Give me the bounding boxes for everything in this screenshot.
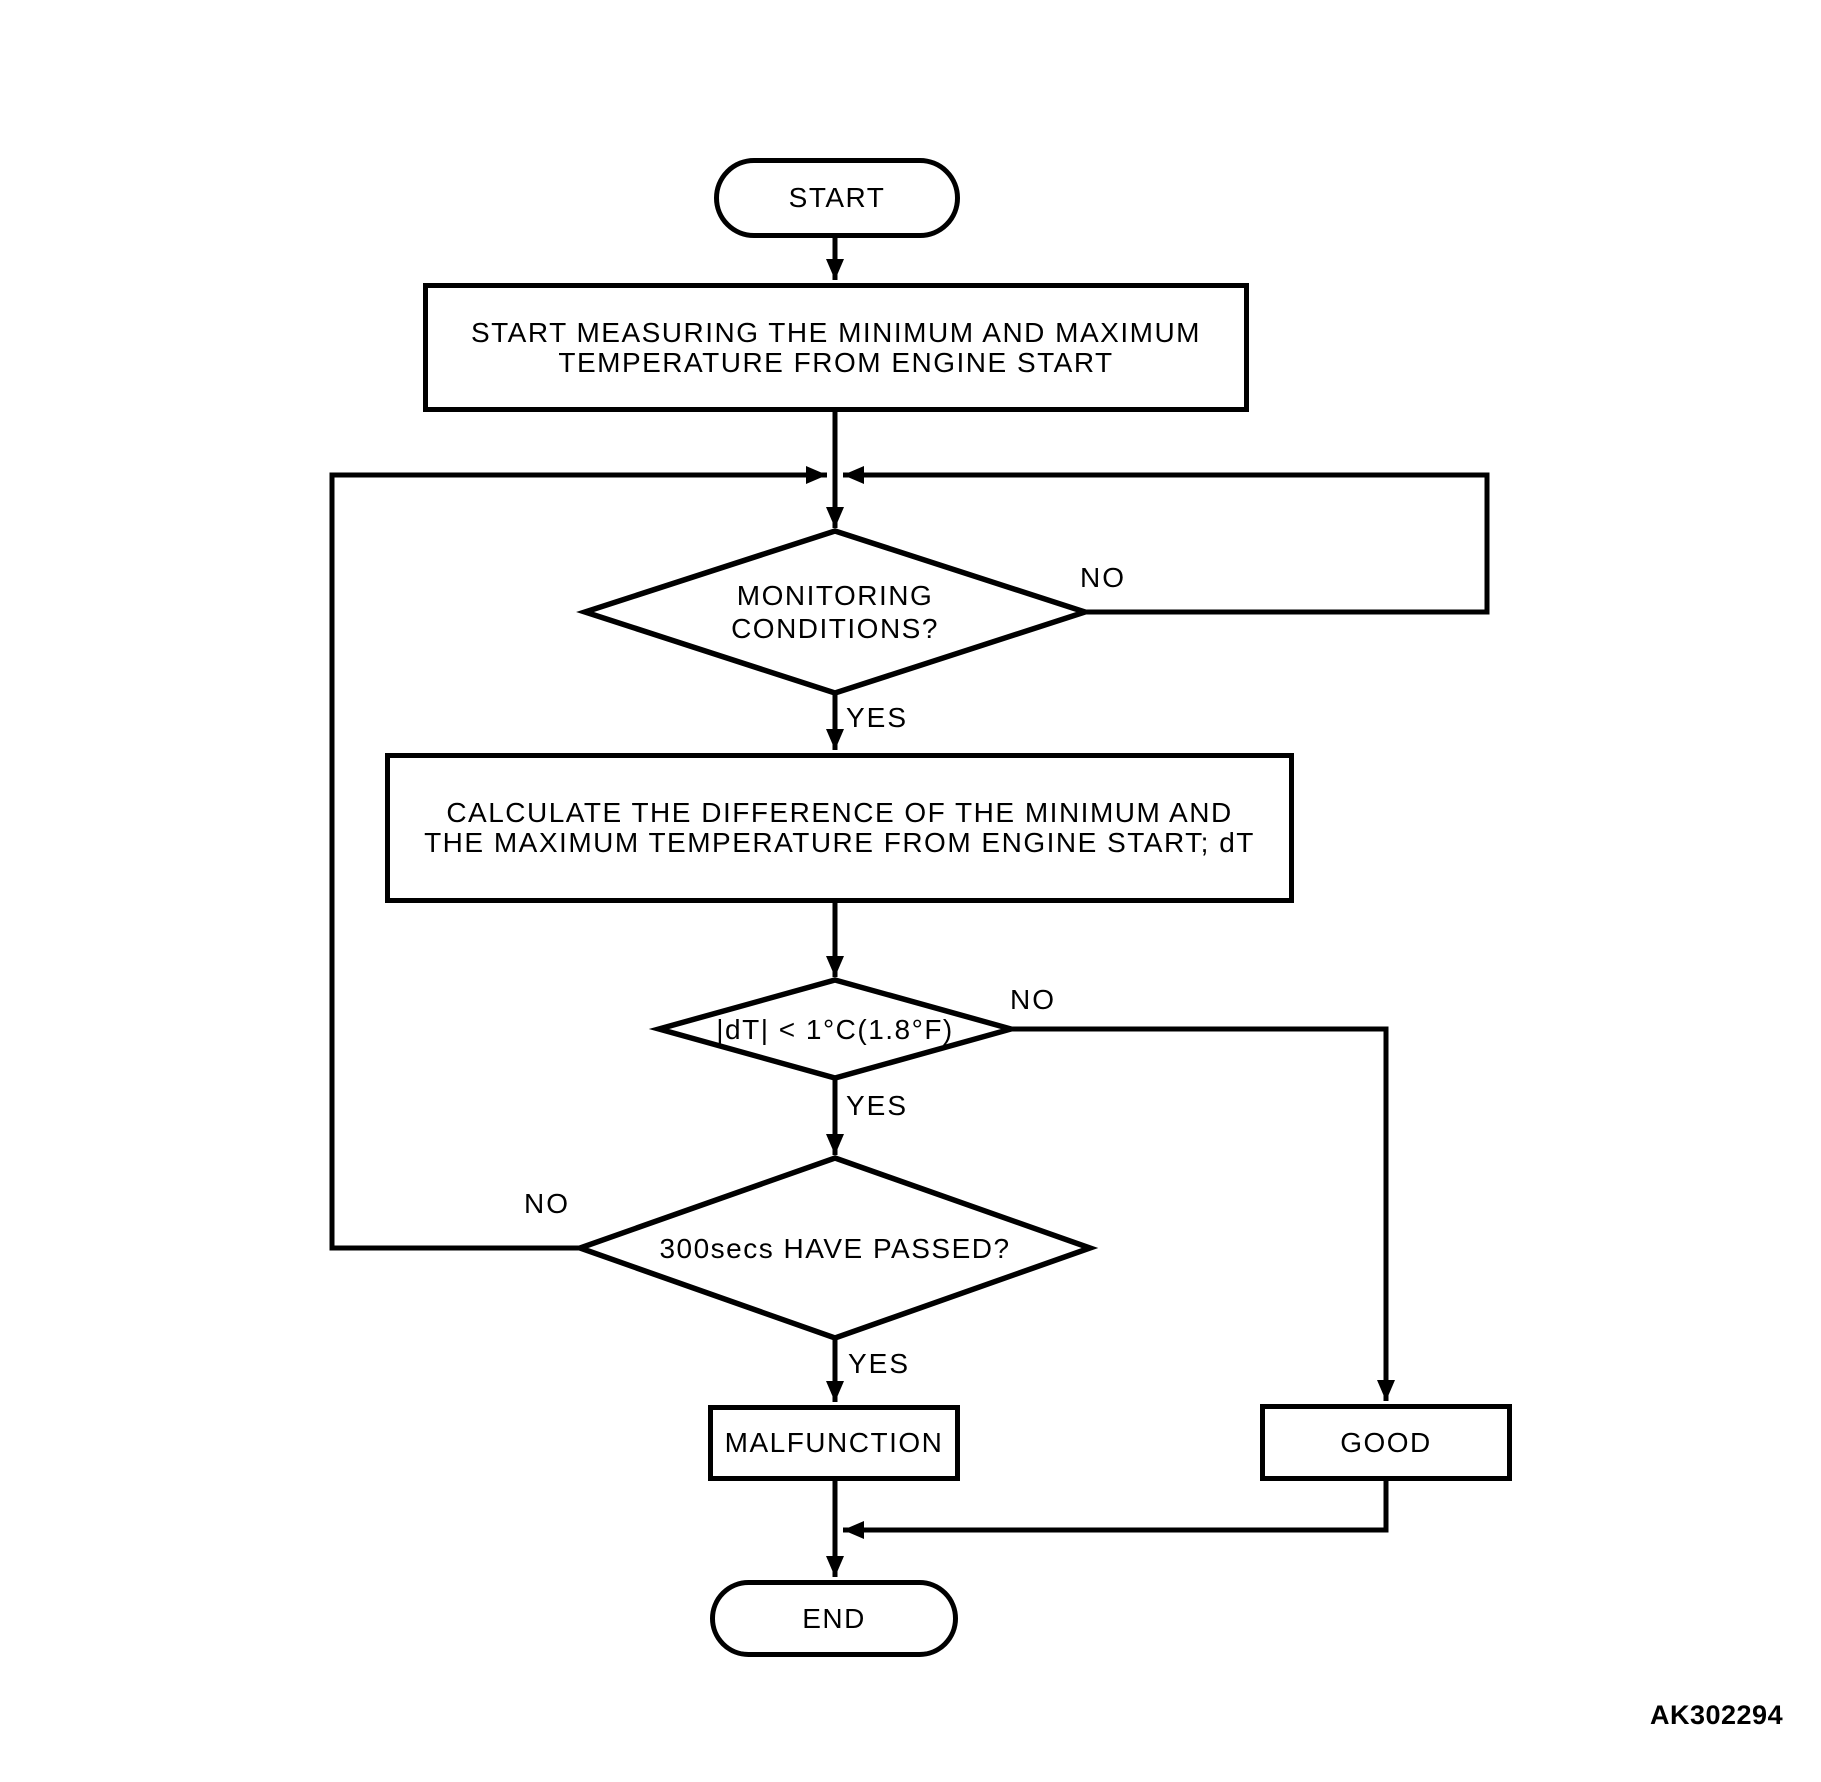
label-dt-no: NO xyxy=(1010,984,1056,1015)
node-malfunction: MALFUNCTION xyxy=(708,1405,960,1481)
label-monitoring-no: NO xyxy=(1080,562,1126,593)
node-good: GOOD xyxy=(1260,1404,1512,1481)
figure-code: AK302294 xyxy=(1650,1700,1784,1730)
node-calculate-difference-label: CALCULATE THE DIFFERENCE OF THE MINIMUM … xyxy=(424,797,1255,858)
node-monitoring-conditions: MONITORING CONDITIONS? xyxy=(585,531,1085,693)
label-300secs-yes: YES xyxy=(848,1348,911,1379)
edge-dt-no-to-good xyxy=(1011,1026,1395,1401)
node-start-label: START xyxy=(788,182,886,213)
label-dt-yes: YES xyxy=(846,1090,909,1121)
node-malfunction-label: MALFUNCTION xyxy=(724,1427,944,1458)
node-start-measuring: START MEASURING THE MINIMUM AND MAXIMUM … xyxy=(423,283,1249,412)
node-end: END xyxy=(710,1580,958,1657)
edge-300secs-no-loop xyxy=(329,466,827,1251)
edge-good-to-end-merge xyxy=(843,1481,1389,1539)
node-start: START xyxy=(714,158,960,238)
edge-monitoring-no-loop xyxy=(843,466,1490,615)
node-monitoring-conditions-label: MONITORING CONDITIONS? xyxy=(731,580,939,644)
node-start-measuring-label: START MEASURING THE MINIMUM AND MAXIMUM … xyxy=(470,316,1202,378)
node-calculate-difference: CALCULATE THE DIFFERENCE OF THE MINIMUM … xyxy=(385,753,1294,903)
node-good-label: GOOD xyxy=(1340,1426,1432,1458)
node-end-label: END xyxy=(802,1602,866,1634)
node-300secs-passed-label: 300secs HAVE PASSED? xyxy=(659,1232,1011,1264)
node-dt-check-label: |dT| < 1°C(1.8°F) xyxy=(716,1013,954,1045)
node-300secs-passed: 300secs HAVE PASSED? xyxy=(580,1158,1090,1338)
node-dt-check: |dT| < 1°C(1.8°F) xyxy=(659,980,1011,1078)
label-monitoring-yes: YES xyxy=(846,702,909,733)
label-300secs-no: NO xyxy=(524,1188,570,1219)
